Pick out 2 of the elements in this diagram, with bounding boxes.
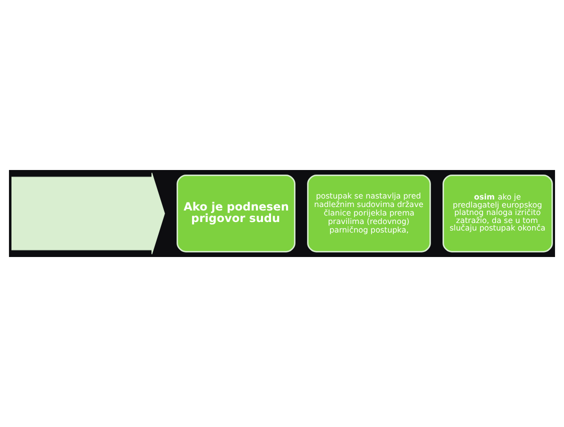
node-arrow <box>11 172 165 255</box>
node-box: Ako je podnesen prigovor sudu <box>176 174 296 252</box>
